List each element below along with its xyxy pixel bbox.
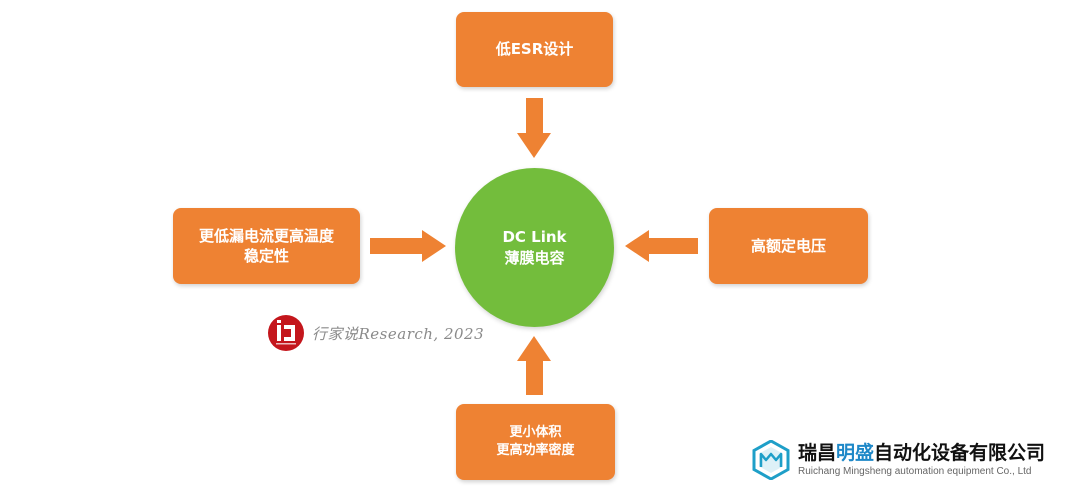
arrow-left [625,230,698,262]
arrow-up [517,336,551,395]
small-volume-label-line1: 更小体积 [509,425,562,441]
low-esr-label: 低ESR设计 [495,40,574,59]
high-voltage-label: 高额定电压 [750,236,826,255]
high-voltage-box: 高额定电压 [709,208,868,284]
company-name-highlight: 明盛 [836,442,875,465]
research-logo-icon [268,315,304,351]
arrow-right [370,230,446,262]
low-leakage-label-line1: 更低漏电流更高温度 [198,226,334,245]
small-volume-box: 更小体积 更高功率密度 [456,404,615,480]
center-label-line1: DC Link [502,227,567,246]
low-leakage-box: 更低漏电流更高温度 稳定性 [173,208,360,284]
small-volume-label-line2: 更高功率密度 [496,443,575,458]
dc-link-capacitor-node: DC Link 薄膜电容 [455,168,614,327]
hexagon-mm-logo-icon [752,440,790,480]
company-branding: 瑞昌明盛自动化设备有限公司 Ruichang Mingsheng automat… [752,440,1045,480]
company-name: 瑞昌明盛自动化设备有限公司 [798,443,1045,464]
company-name-part2: 自动化设备有限公司 [874,442,1046,465]
low-leakage-label-line2: 稳定性 [243,247,289,265]
low-esr-box: 低ESR设计 [456,12,613,87]
watermark-text: 行家说Research, 2023 [312,324,485,343]
center-label-line2: 薄膜电容 [504,248,565,267]
arrow-down [517,98,551,158]
company-name-english: Ruichang Mingsheng automation equipment … [798,465,1032,477]
research-watermark: 行家说Research, 2023 [268,315,484,351]
company-name-part1: 瑞昌 [798,442,837,465]
